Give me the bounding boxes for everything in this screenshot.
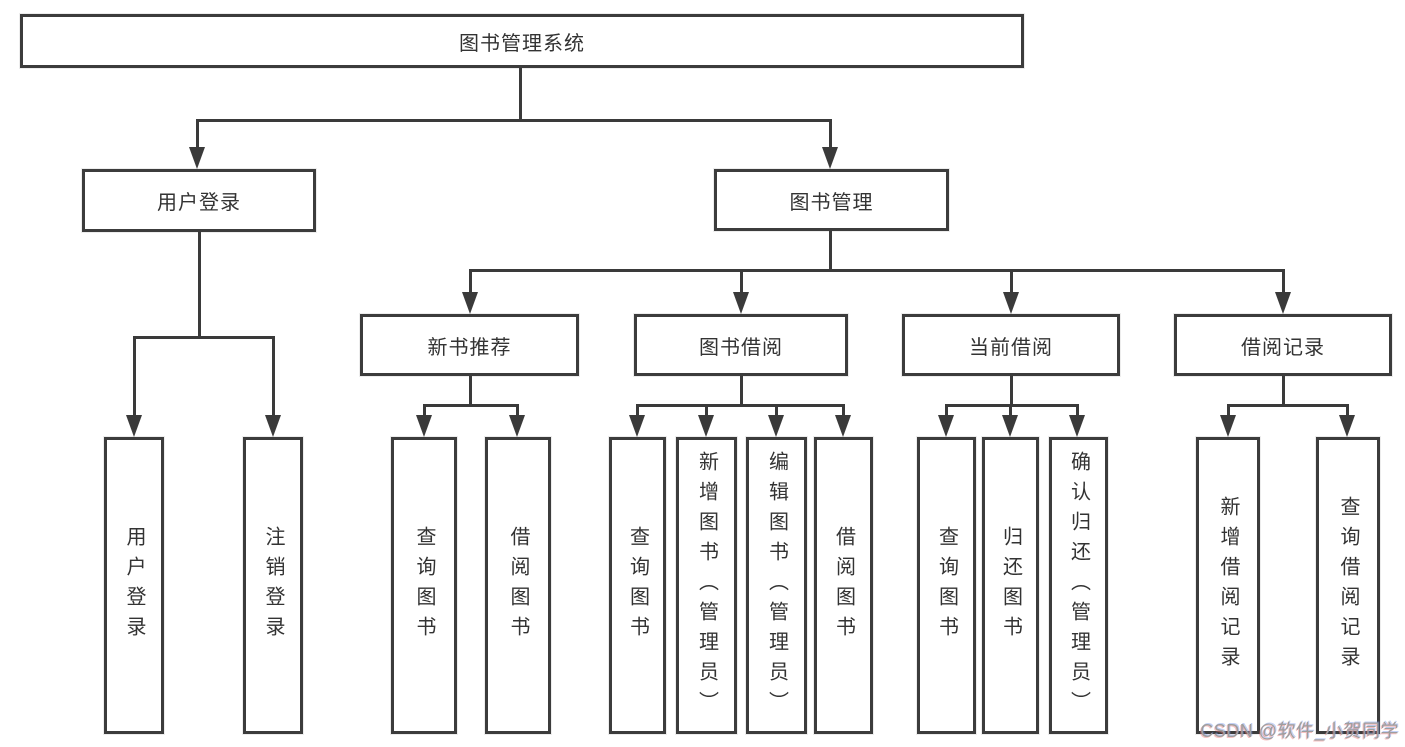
node-book-borrowing: 图书借阅 [634, 314, 848, 376]
node-book-management-label: 图书管理 [789, 191, 874, 214]
connector-line [945, 404, 1079, 407]
leaf-recommend-borrow-books: 借阅图书 [485, 437, 551, 734]
leaf-return-books: 归还图书 [982, 437, 1039, 734]
node-user-login-label: 用户登录 [157, 192, 241, 214]
arrowhead-icon [733, 292, 749, 314]
connector-line [516, 404, 519, 418]
connector-line [636, 404, 639, 418]
arrowhead-icon [1220, 415, 1236, 437]
arrowhead-icon [835, 415, 851, 437]
node-root: 图书管理系统 [20, 14, 1024, 68]
leaf-logout-label: 注销登录 [262, 525, 284, 646]
connector-line [1010, 269, 1013, 295]
connector-line [1227, 404, 1349, 407]
leaf-edit-books-admin: 编辑图书（管理员） [746, 437, 807, 734]
connector-line [842, 404, 845, 418]
connector-line [1010, 376, 1013, 407]
connector-line [1076, 404, 1079, 418]
arrowhead-icon [698, 415, 714, 437]
leaf-recommend-query-books-label: 查询图书 [413, 525, 435, 646]
arrowhead-icon [1003, 292, 1019, 314]
node-borrowing-records: 借阅记录 [1174, 314, 1392, 376]
arrowhead-icon [265, 415, 281, 437]
connector-line [519, 68, 522, 121]
arrowhead-icon [126, 415, 142, 437]
connector-line [1282, 269, 1285, 295]
node-borrowing-records-label: 借阅记录 [1241, 336, 1325, 359]
leaf-recommend-borrow-books-label: 借阅图书 [507, 525, 529, 646]
arrowhead-icon [509, 415, 525, 437]
leaf-query-borrow-record-label: 查询借阅记录 [1337, 495, 1359, 676]
node-book-borrowing-label: 图书借阅 [699, 336, 783, 359]
connector-line [1282, 376, 1285, 407]
leaf-borrow-books-label: 借阅图书 [832, 525, 855, 646]
connector-line [829, 231, 832, 272]
arrowhead-icon [768, 415, 784, 437]
arrowhead-icon [462, 292, 478, 314]
leaf-user-login: 用户登录 [104, 437, 164, 734]
arrowhead-icon [189, 147, 205, 169]
connector-line [1009, 404, 1012, 418]
leaf-edit-books-admin-label: 编辑图书（管理员） [765, 450, 788, 721]
node-book-management: 图书管理 [714, 169, 949, 231]
node-new-book-recommendation-label: 新书推荐 [427, 336, 512, 359]
leaf-current-query-books: 查询图书 [917, 437, 976, 734]
node-current-borrowing-label: 当前借阅 [969, 336, 1053, 359]
arrowhead-icon [938, 415, 954, 437]
connector-line [469, 269, 472, 295]
connector-line [469, 376, 472, 407]
leaf-user-login-label: 用户登录 [123, 525, 145, 646]
connector-line [1227, 404, 1230, 418]
leaf-current-query-books-label: 查询图书 [935, 525, 958, 646]
node-current-borrowing: 当前借阅 [902, 314, 1120, 376]
arrowhead-icon [629, 415, 645, 437]
leaf-return-books-label: 归还图书 [999, 525, 1022, 646]
connector-line [423, 404, 426, 418]
arrowhead-icon [1069, 415, 1085, 437]
arrowhead-icon [1002, 415, 1018, 437]
leaf-add-borrow-record: 新增借阅记录 [1196, 437, 1260, 734]
arrowhead-icon [822, 147, 838, 169]
node-root-label: 图书管理系统 [459, 32, 585, 55]
connector-line [133, 336, 275, 339]
connector-line [829, 119, 832, 150]
leaf-confirm-return-admin-label: 确认归还（管理员） [1067, 450, 1090, 721]
connector-line [196, 119, 832, 122]
node-new-book-recommendation: 新书推荐 [360, 314, 579, 376]
arrowhead-icon [416, 415, 432, 437]
connector-line [740, 269, 743, 295]
leaf-logout: 注销登录 [243, 437, 303, 734]
connector-line [740, 376, 743, 407]
leaf-add-borrow-record-label: 新增借阅记录 [1217, 495, 1239, 676]
connector-line [1346, 404, 1349, 418]
leaf-borrow-query-books-label: 查询图书 [626, 525, 649, 646]
leaf-add-books-admin: 新增图书（管理员） [676, 437, 737, 734]
connector-line [198, 232, 201, 339]
connector-line [272, 336, 275, 418]
leaf-query-borrow-record: 查询借阅记录 [1316, 437, 1380, 734]
arrowhead-icon [1339, 415, 1355, 437]
leaf-add-books-admin-label: 新增图书（管理员） [695, 450, 718, 721]
connector-line [705, 404, 708, 418]
connector-line [775, 404, 778, 418]
connector-line [423, 404, 519, 407]
connector-line [469, 269, 1285, 272]
leaf-confirm-return-admin: 确认归还（管理员） [1049, 437, 1108, 734]
leaf-borrow-query-books: 查询图书 [609, 437, 666, 734]
connector-line [133, 336, 136, 418]
connector-line [945, 404, 948, 418]
node-user-login: 用户登录 [82, 169, 316, 232]
arrowhead-icon [1275, 292, 1291, 314]
connector-line [196, 119, 199, 150]
connector-line [636, 404, 844, 407]
leaf-recommend-query-books: 查询图书 [391, 437, 457, 734]
csdn-watermark: CSDN @软件_小贺同学 [1200, 721, 1399, 741]
leaf-borrow-books: 借阅图书 [814, 437, 873, 734]
